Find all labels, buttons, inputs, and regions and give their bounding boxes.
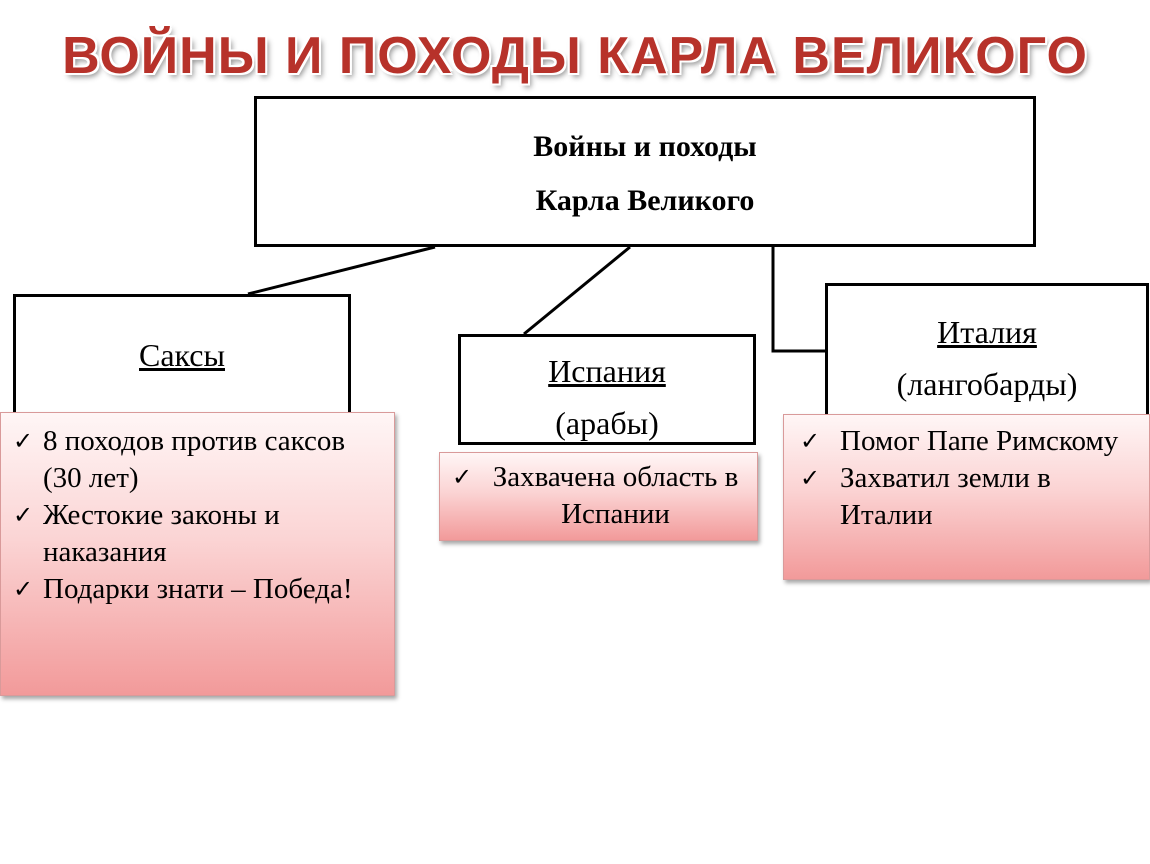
connector-italy [771,247,825,353]
root-node: Войны и походы Карла Великого [254,96,1036,247]
branch-spain-name: Испания [548,353,666,389]
note-saksy: ✓8 походов против саксов (30 лет) ✓Жесто… [0,412,395,696]
check-icon: ✓ [13,575,34,603]
branch-italy-name: Италия [937,314,1037,350]
branch-italy: Италия (лангобарды) [825,283,1149,423]
page-title: ВОЙНЫ И ПОХОДЫ КАРЛА ВЕЛИКОГО [62,27,1088,85]
list-item: ✓Захватил земли в Италии [800,462,1051,531]
branch-saksy-name: Саксы [139,337,225,373]
connector-spain [523,245,631,336]
check-icon: ✓ [13,501,34,529]
list-item: ✓Жестокие законы и наказания [13,499,280,568]
check-icon: ✓ [800,427,821,455]
branch-spain: Испания (арабы) [458,334,756,445]
root-line-2: Карла Великого [535,184,755,217]
connector-saksy [247,245,436,296]
branch-spain-sub: (арабы) [555,405,659,441]
list-item: ✓Подарки знати – Победа! [7,571,386,608]
check-icon: ✓ [452,463,473,491]
check-icon: ✓ [800,464,821,492]
branch-italy-sub: (лангобарды) [896,366,1078,402]
list-item: ✓8 походов против саксов (30 лет) [13,425,346,494]
list-item: ✓Помог Папе Римскому [794,423,1141,460]
root-line-1: Войны и походы [533,130,757,163]
note-spain: ✓Захвачена область в Испании [439,452,758,541]
list-item: ✓Захвачена область в Испании [452,461,739,530]
check-icon: ✓ [13,427,34,455]
note-italy: ✓Помог Папе Римскому ✓Захватил земли в И… [783,414,1150,580]
